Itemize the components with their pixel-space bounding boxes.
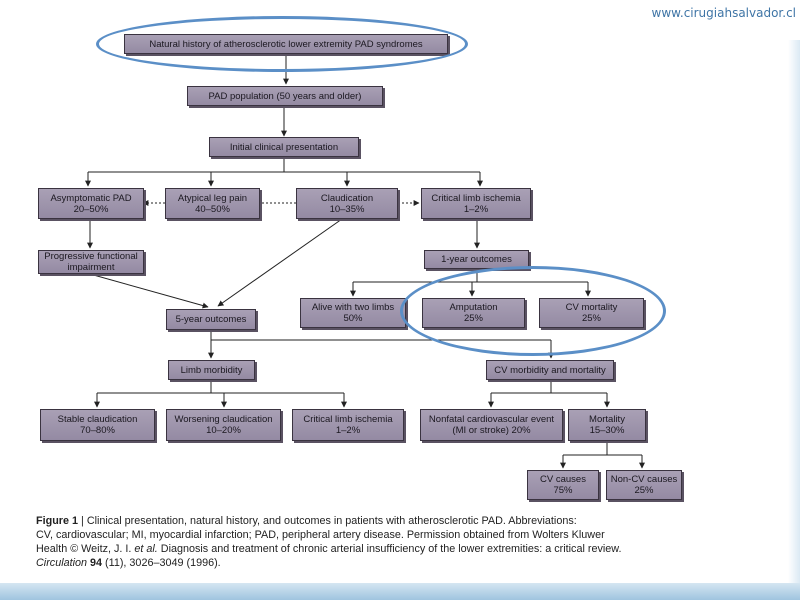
slide-side-strip: [788, 40, 800, 583]
box-asymptomatic-pad: Asymptomatic PAD 20–50%: [38, 188, 144, 219]
worsening-label: Worsening claudication: [174, 414, 273, 425]
caption-journal: Circulation: [36, 557, 88, 569]
box-alive-two-limbs: Alive with two limbs 50%: [300, 298, 406, 328]
box-pad-population-text: PAD population (50 years and older): [208, 90, 362, 102]
box-progressive-impairment: Progressive functional impairment: [38, 250, 144, 274]
box-cv-morbidity-mortality: CV morbidity and mortality: [486, 360, 614, 380]
stable-value: 70–80%: [80, 425, 115, 436]
alive-value: 50%: [343, 313, 363, 324]
nonfatal-line2: (MI or stroke) 20%: [452, 425, 531, 436]
progressive-line1: Progressive functional: [44, 251, 138, 262]
asymptomatic-label: Asymptomatic PAD: [50, 192, 132, 204]
atypical-value: 40–50%: [195, 203, 230, 215]
box-worsening-claudication: Worsening claudication 10–20%: [166, 409, 281, 441]
box-critical-limb-ischemia-bottom: Critical limb ischemia 1–2%: [292, 409, 404, 441]
caption-figure-label: Figure 1: [36, 515, 78, 527]
cv-morbidity-text: CV morbidity and mortality: [494, 364, 606, 376]
box-one-year-outcomes: 1-year outcomes: [424, 250, 529, 269]
box-pad-population: PAD population (50 years and older): [187, 86, 383, 106]
figure-caption: Figure 1 | Clinical presentation, natura…: [36, 514, 736, 570]
slide-bottom-strip: [0, 583, 800, 600]
caption-et-al: et al.: [134, 543, 158, 555]
alive-label: Alive with two limbs: [311, 302, 395, 313]
box-title: Natural history of atherosclerotic lower…: [124, 34, 448, 54]
cli-bottom-label: Critical limb ischemia: [303, 414, 393, 425]
caption-line-2: CV, cardiovascular; MI, myocardial infar…: [36, 529, 605, 541]
progressive-line2: impairment: [67, 262, 115, 273]
mortality-label: Mortality: [589, 414, 625, 425]
cv-causes-value: 75%: [553, 485, 573, 496]
watermark-url: www.cirugiahsalvador.cl: [651, 6, 796, 20]
box-limb-morbidity: Limb morbidity: [168, 360, 255, 380]
caption-line-1: Figure 1 | Clinical presentation, natura…: [36, 514, 736, 528]
noncv-causes-label: Non-CV causes: [610, 474, 678, 485]
limb-morbidity-text: Limb morbidity: [180, 364, 243, 376]
claudication-label: Claudication: [320, 192, 374, 204]
box-claudication: Claudication 10–35%: [296, 188, 398, 219]
cv-mortality-value: 25%: [581, 313, 601, 324]
amputation-label: Amputation: [449, 302, 498, 313]
asymptomatic-value: 20–50%: [73, 203, 109, 215]
box-five-year-outcomes: 5-year outcomes: [166, 309, 256, 330]
box-non-cv-causes: Non-CV causes 25%: [606, 470, 682, 500]
amputation-value: 25%: [463, 313, 483, 324]
caption-line-3: Health © Weitz, J. I. et al. Diagnosis a…: [36, 542, 736, 556]
cli-top-value: 1–2%: [463, 203, 489, 215]
caption-pages: (11), 3026–3049 (1996).: [102, 557, 221, 569]
caption-line3-pre: Health © Weitz, J. I.: [36, 543, 135, 555]
box-initial-presentation: Initial clinical presentation: [209, 137, 359, 157]
cv-causes-label: CV causes: [540, 474, 586, 485]
cv-mortality-label: CV mortality: [565, 302, 618, 313]
caption-separator: |: [78, 515, 87, 527]
box-atypical-leg-pain: Atypical leg pain 40–50%: [165, 188, 260, 219]
one-year-text: 1-year outcomes: [441, 254, 512, 265]
box-initial-presentation-text: Initial clinical presentation: [229, 141, 339, 153]
box-cv-mortality: CV mortality 25%: [539, 298, 644, 328]
box-title-text: Natural history of atherosclerotic lower…: [149, 38, 423, 50]
worsening-value: 10–20%: [206, 425, 241, 436]
five-year-text: 5-year outcomes: [175, 314, 247, 325]
caption-line-4: Circulation 94 (11), 3026–3049 (1996).: [36, 556, 736, 570]
box-critical-limb-ischemia-top: Critical limb ischemia 1–2%: [421, 188, 531, 219]
cli-top-label: Critical limb ischemia: [431, 192, 521, 204]
atypical-label: Atypical leg pain: [177, 192, 248, 204]
claudication-value: 10–35%: [329, 203, 365, 215]
cli-bottom-value: 1–2%: [335, 425, 361, 436]
box-cv-causes: CV causes 75%: [527, 470, 599, 500]
box-mortality: Mortality 15–30%: [568, 409, 646, 441]
nonfatal-line1: Nonfatal cardiovascular event: [428, 414, 555, 425]
caption-volume: 94: [90, 557, 103, 569]
box-nonfatal-cv-event: Nonfatal cardiovascular event (MI or str…: [420, 409, 563, 441]
box-stable-claudication: Stable claudication 70–80%: [40, 409, 155, 441]
stable-label: Stable claudication: [57, 414, 138, 425]
caption-text-1: Clinical presentation, natural history, …: [86, 515, 577, 527]
mortality-value: 15–30%: [589, 425, 625, 436]
noncv-causes-value: 25%: [634, 485, 654, 496]
caption-line3-post: Diagnosis and treatment of chronic arter…: [157, 543, 622, 555]
box-amputation: Amputation 25%: [422, 298, 525, 328]
